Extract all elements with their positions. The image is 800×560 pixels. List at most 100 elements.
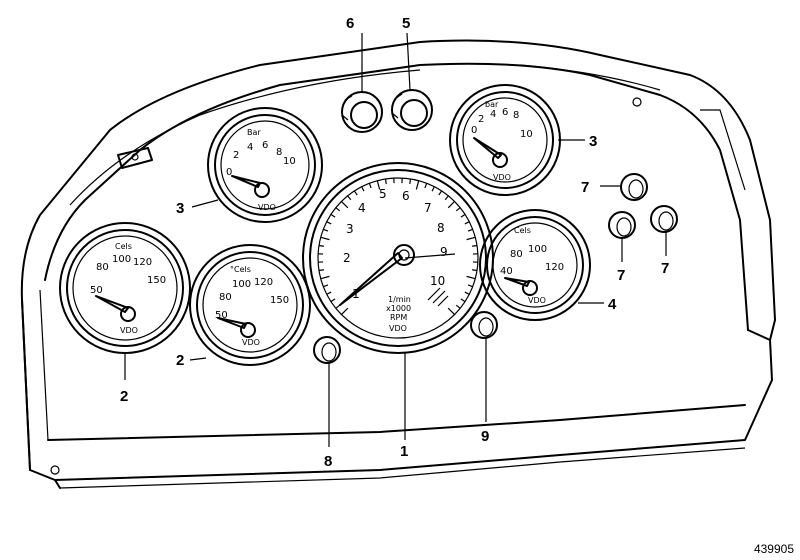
- indicator-light-7-mid-right: [650, 205, 678, 233]
- callouts: 1 2 2 3 3 4 5 6 7 7 7 8 9: [120, 15, 669, 470]
- temp-right-brand: VDO: [528, 296, 546, 305]
- pressure-right-tick-8: 8: [513, 110, 519, 121]
- tacho-tick-6: 6: [402, 189, 410, 203]
- tacho-tick-mark: [330, 213, 336, 218]
- pressure-left-tick-10: 10: [283, 156, 296, 167]
- tacho-unit-line1: 1/min: [388, 295, 411, 304]
- callout-5: 5: [402, 15, 410, 32]
- tacho-tick-mark: [368, 183, 372, 189]
- callout-7-mid-left: 7: [617, 267, 625, 284]
- temp-right-tick-120: 120: [545, 262, 564, 273]
- pressure-left-needle: [231, 175, 261, 188]
- pressure-left-hub: [254, 182, 270, 198]
- tacho-tick-mark: [471, 244, 478, 247]
- tacho-tick-mark: [318, 269, 325, 272]
- tacho-tick-mark: [466, 236, 476, 241]
- tacho-hub: [393, 244, 415, 266]
- tacho-tick-mark: [384, 178, 387, 185]
- temp-small-tick-80: 80: [219, 292, 232, 303]
- tacho-tick-mark: [447, 201, 455, 209]
- temp-large-hub: [120, 306, 136, 322]
- tacho-tick-mark: [409, 178, 412, 185]
- temp-small-tick-150: 150: [270, 295, 289, 306]
- pressure-right-needle: [473, 137, 502, 159]
- pressure-right-tick-0: 0: [471, 125, 477, 136]
- temp-right-tick-40: 40: [500, 266, 513, 277]
- callout-7-mid-right: 7: [661, 260, 669, 277]
- tacho-tick-mark: [460, 213, 466, 218]
- tacho-tick-mark: [447, 307, 455, 315]
- temp-gauge-large-left: Cels 50 80 100 120 150 VDO: [59, 222, 191, 354]
- pressure-left-unit: Bar: [247, 128, 261, 137]
- temp-right-needle: [504, 277, 530, 287]
- temp-small-unit: °Cels: [230, 265, 251, 274]
- tacho-tick-mark: [438, 190, 443, 196]
- pressure-right-tick-6: 6: [502, 107, 508, 118]
- tachometer: 1 2 3 4 5 6 7 8 9 10 1/min x1000 RPM VDO: [302, 162, 494, 354]
- tacho-tick-mark: [361, 186, 365, 192]
- tacho-tick-5: 5: [379, 187, 387, 201]
- pressure-right-tick-2: 2: [478, 114, 484, 125]
- tacho-tick-mark: [335, 304, 341, 309]
- pressure-gauge-right: bar 0 2 4 6 8 10 VDO: [449, 84, 561, 196]
- tacho-needle: [339, 252, 403, 306]
- pressure-right-tick-10: 10: [520, 129, 533, 140]
- tacho-tick-mark: [466, 275, 476, 280]
- indicator-light-7-mid-left: [608, 211, 636, 239]
- pressure-right-tick-4: 4: [490, 109, 496, 120]
- callout-3-left: 3: [176, 200, 184, 217]
- temp-large-tick-100: 100: [112, 254, 131, 265]
- temp-large-unit: Cels: [115, 242, 132, 251]
- tacho-tick-mark: [431, 186, 435, 192]
- leader-lines: [124, 32, 667, 447]
- tacho-tick-mark: [467, 284, 473, 288]
- callout-7-top: 7: [581, 179, 589, 196]
- tacho-tick-mark: [444, 195, 449, 201]
- tacho-tick-2: 2: [343, 251, 351, 265]
- tacho-tick-mark: [464, 221, 470, 225]
- temp-gauge-small-left: °Cels 50 80 100 120 150 VDO: [189, 244, 311, 366]
- tacho-tick-mark: [330, 298, 336, 303]
- temp-small-brand: VDO: [242, 338, 260, 347]
- tacho-tick-mark: [341, 201, 349, 209]
- tacho-tick-mark: [376, 180, 381, 190]
- callout-2-small: 2: [176, 352, 184, 369]
- tacho-tick-mark: [347, 195, 352, 201]
- tacho-tick-9: 9: [440, 245, 448, 259]
- tacho-tick-3: 3: [346, 222, 354, 236]
- tacho-unit-line2: x1000: [386, 304, 411, 313]
- callout-6: 6: [346, 15, 354, 32]
- indicator-light-9: [470, 311, 498, 339]
- tacho-tick-mark: [320, 236, 330, 241]
- tacho-tick-mark: [318, 244, 325, 247]
- temp-large-needle: [95, 295, 129, 313]
- tacho-tick-mark: [455, 207, 461, 212]
- reference-number: 439905: [753, 542, 794, 556]
- temp-small-hub: [240, 322, 256, 338]
- tachometer-scale: [318, 178, 478, 315]
- temp-large-tick-150: 150: [147, 275, 166, 286]
- indicator-light-7-top: [620, 173, 648, 201]
- temp-large-brand: VDO: [120, 326, 138, 335]
- tacho-tick-7: 7: [424, 201, 432, 215]
- tacho-unit-line3: RPM: [390, 313, 407, 322]
- temp-small-tick-120: 120: [254, 277, 273, 288]
- pressure-left-brand: VDO: [258, 203, 276, 212]
- callout-2-large: 2: [120, 388, 128, 405]
- temp-small-tick-100: 100: [232, 279, 251, 290]
- pressure-left-tick-0: 0: [226, 167, 232, 178]
- tacho-tick-mark: [455, 304, 461, 309]
- tacho-tick-mark: [326, 221, 332, 225]
- tacho-tick-mark: [320, 275, 330, 280]
- temp-gauge-right: Cels 40 80 100 120 VDO: [479, 209, 591, 321]
- callout-8: 8: [324, 453, 332, 470]
- temp-right-tick-100: 100: [528, 244, 547, 255]
- pressure-right-unit: bar: [485, 100, 499, 109]
- tacho-tick-mark: [326, 291, 332, 295]
- temp-small-tick-50: 50: [215, 310, 228, 321]
- cluster-housing: [20, 39, 776, 489]
- pressure-right-hub: [492, 152, 508, 168]
- temp-right-hub: [522, 280, 538, 296]
- pressure-left-tick-8: 8: [276, 147, 282, 158]
